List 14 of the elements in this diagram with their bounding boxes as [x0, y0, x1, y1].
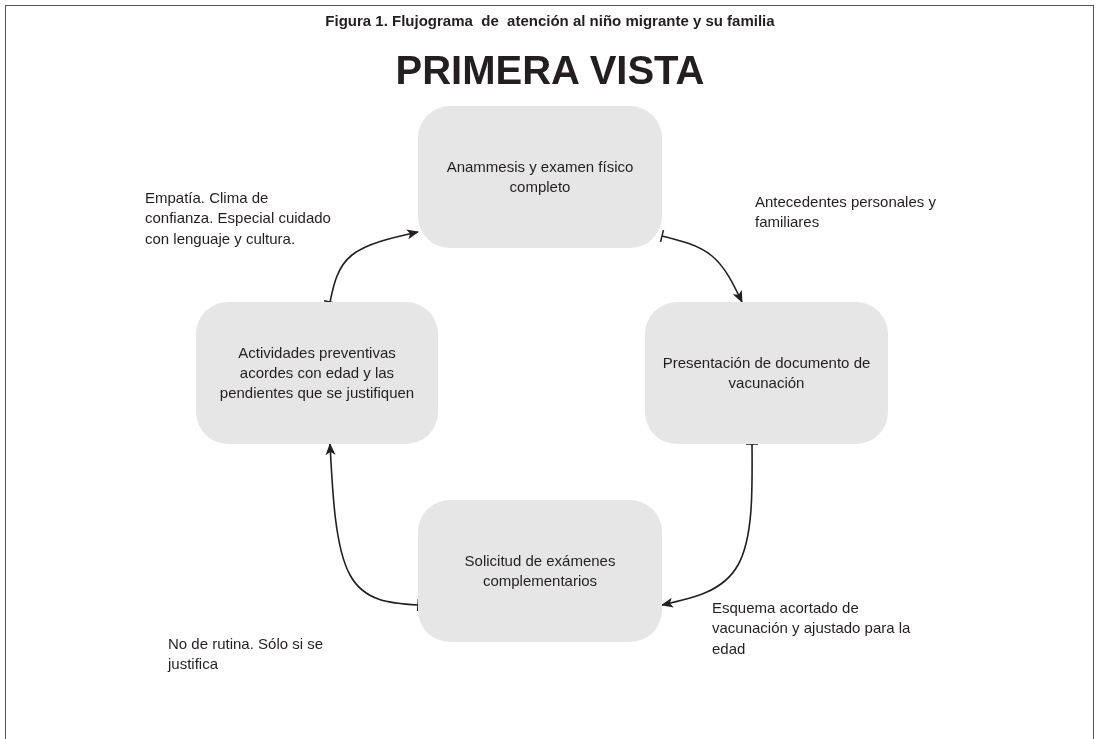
curved-arrow — [661, 443, 759, 608]
node-text: Anammesis y examen físico completo — [445, 156, 635, 197]
curved-arrow — [323, 229, 419, 304]
curved-arrow — [325, 443, 420, 612]
process-box — [418, 500, 662, 642]
node-text: Solicitud de exámenes complementarios — [463, 550, 617, 591]
heading: PRIMERA VISTA — [394, 48, 706, 93]
process-box — [418, 106, 662, 248]
process-box — [645, 302, 888, 444]
figure-title: Figura 1. Flujograma de atención al niño migrante y su familia — [324, 12, 776, 29]
curved-arrow — [659, 229, 743, 303]
node-text: Actividades preventivas acordes con edad y las pendientes que se justifiquen — [218, 342, 416, 404]
process-box — [196, 302, 438, 444]
node-text: Presentación de documento de vacunación — [661, 352, 872, 393]
